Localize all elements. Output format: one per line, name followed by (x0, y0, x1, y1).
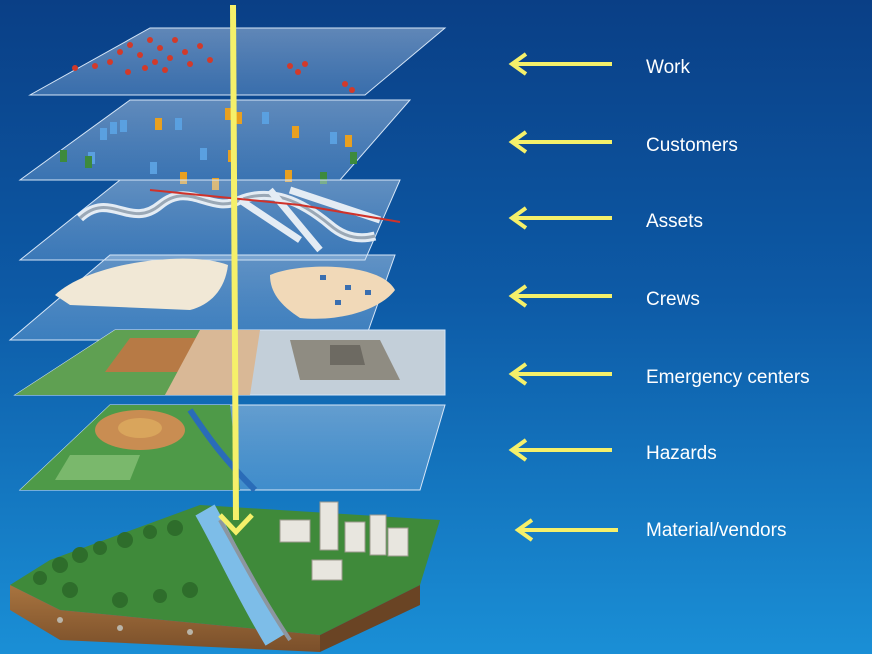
label-assets: Assets (646, 211, 704, 232)
arrow-icon (508, 438, 612, 462)
arrow-icon (508, 52, 612, 76)
label-crews: Crews (646, 289, 700, 310)
label-hazards: Hazards (646, 443, 717, 464)
label-emergency-centers: Emergency centers (646, 367, 810, 388)
label-customers: Customers (646, 135, 738, 156)
layer-crews-plane (8, 254, 396, 341)
vertical-query-arrow (218, 4, 254, 536)
label-material-vendors: Material/vendors (646, 520, 787, 541)
label-work: Work (646, 57, 690, 78)
layer-work-plane (28, 27, 447, 96)
arrow-icon (508, 130, 612, 154)
layer-customers-plane (18, 99, 412, 190)
arrow-icon (508, 206, 612, 230)
arrow-icon (514, 518, 618, 542)
layer-pointer-arrows (508, 52, 618, 542)
arrow-icon (508, 362, 612, 386)
layer-assets-plane (18, 179, 401, 261)
layer-emergency-plane (13, 329, 446, 396)
terrain-base-block (10, 501, 440, 652)
arrow-icon (508, 284, 612, 308)
layer-hazards-plane (18, 404, 446, 493)
